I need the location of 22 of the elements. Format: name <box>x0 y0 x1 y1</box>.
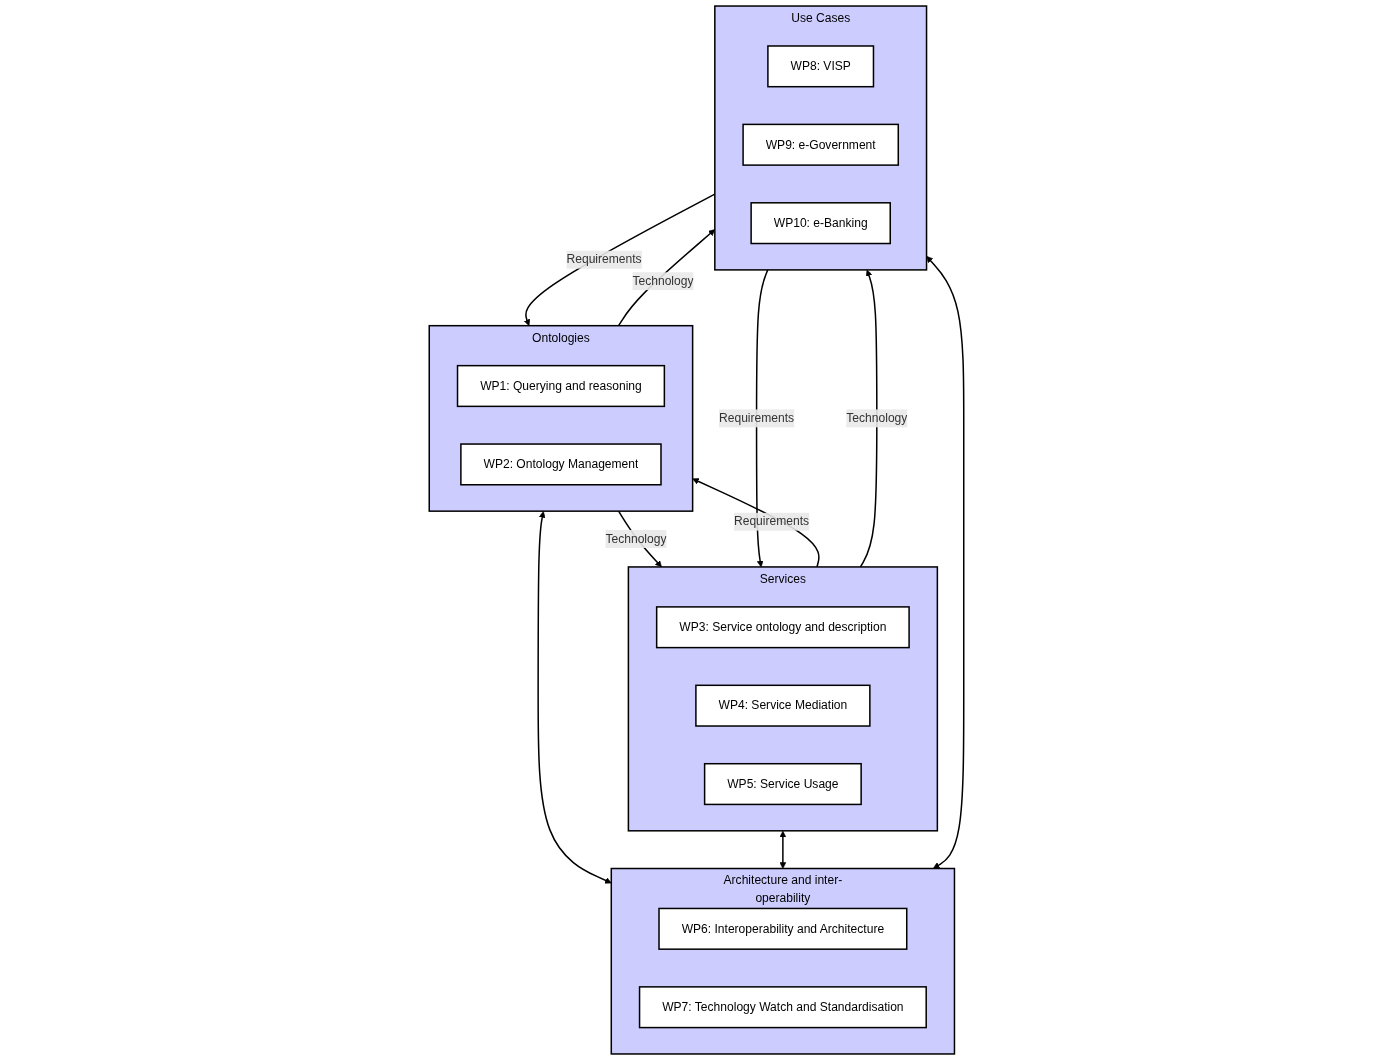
arrow <box>692 478 820 568</box>
node-box: WP2: Ontology Management <box>460 443 662 486</box>
node-box: WP4: Service Mediation <box>695 684 871 727</box>
edge-label: Technology <box>846 411 908 425</box>
arrow <box>755 269 769 568</box>
edge-label: Requirements <box>566 252 642 266</box>
node-box: WP3: Service ontology and description <box>655 606 910 649</box>
arrow <box>779 830 787 869</box>
node-box: WP8: VISP <box>767 45 875 88</box>
node-box: WP5: Service Usage <box>703 762 862 806</box>
edge-label: Requirements <box>733 514 810 528</box>
edge-label: Technology <box>605 532 667 546</box>
node-box: WP7: Technology Watch and Standardisation <box>638 986 927 1029</box>
arrow <box>926 255 965 869</box>
node-box: WP9: e-Government <box>742 123 900 166</box>
arrow <box>537 511 612 884</box>
node-box: WP10: e-Banking <box>750 202 891 245</box>
edge-label: Requirements <box>719 411 795 425</box>
arrow <box>859 269 878 568</box>
node-box: WP1: Querying and reasoning <box>456 364 666 408</box>
node-box: WP6: Interoperability and Architecture <box>658 907 908 950</box>
edge-label: Technology <box>632 274 694 288</box>
